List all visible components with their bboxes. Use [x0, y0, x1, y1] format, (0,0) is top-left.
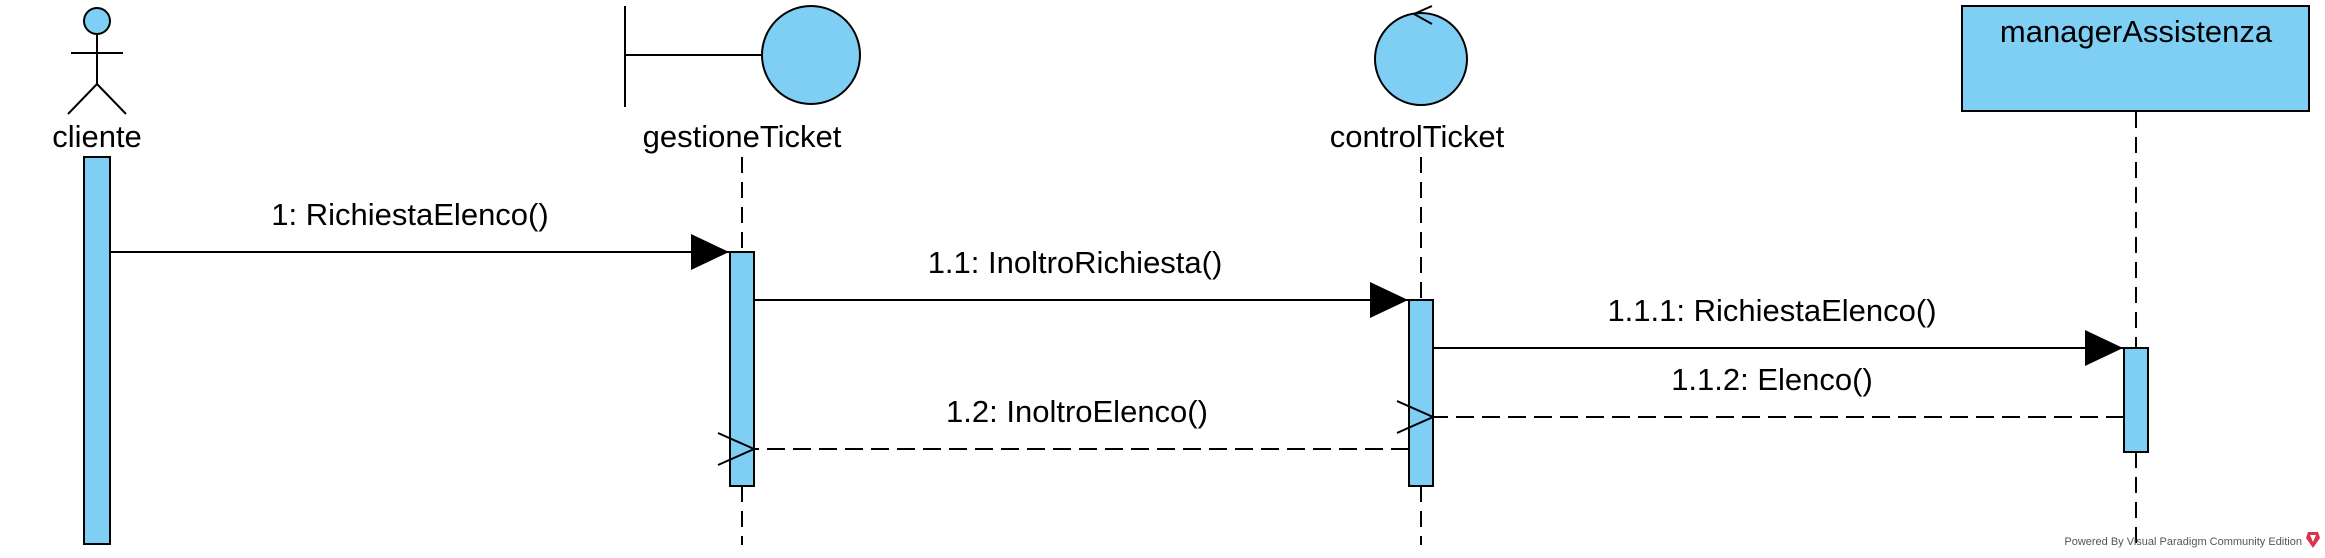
activation-bar: [83, 156, 111, 545]
message-label: 1.2: InoltroElenco(): [946, 394, 1208, 429]
actor-icon: [67, 7, 127, 115]
message-label: 1.1.1: RichiestaElenco(): [1607, 293, 1936, 328]
watermark: Powered By Visual Paradigm Community Edi…: [2064, 532, 2320, 548]
participant-name: gestioneTicket: [643, 119, 842, 154]
watermark-text: Powered By Visual Paradigm Community Edi…: [2064, 536, 2302, 548]
activation-bar: [729, 251, 755, 487]
message-1-1-2[interactable]: 1.1.2: Elenco(): [1434, 362, 2124, 417]
message-1[interactable]: 1: RichiestaElenco(): [110, 197, 729, 270]
message-1-1[interactable]: 1.1: InoltroRichiesta(): [754, 245, 1408, 318]
participant-box: [1961, 5, 2310, 112]
message-label: 1.1.2: Elenco(): [1671, 362, 1873, 397]
message-label: 1.1: InoltroRichiesta(): [928, 245, 1223, 280]
participant-managerAssistenza[interactable]: managerAssistenza: [1961, 5, 2310, 545]
participant-gestioneTicket[interactable]: gestioneTicket: [624, 5, 861, 545]
control-icon: [1374, 5, 1468, 106]
participant-cliente[interactable]: cliente: [52, 7, 142, 545]
visual-paradigm-logo-icon: [2306, 532, 2320, 548]
participant-name: cliente: [52, 119, 142, 154]
activation-bar: [1408, 299, 1434, 487]
message-1-2[interactable]: 1.2: InoltroElenco(): [755, 394, 1409, 449]
participant-name: controlTicket: [1330, 119, 1505, 154]
message-label: 1: RichiestaElenco(): [271, 197, 548, 232]
boundary-icon: [624, 5, 861, 107]
message-1-1-1[interactable]: 1.1.1: RichiestaElenco(): [1433, 293, 2123, 366]
participant-controlTicket[interactable]: controlTicket: [1330, 5, 1505, 545]
activation-bar: [2123, 347, 2149, 453]
participant-name: managerAssistenza: [2000, 14, 2273, 49]
